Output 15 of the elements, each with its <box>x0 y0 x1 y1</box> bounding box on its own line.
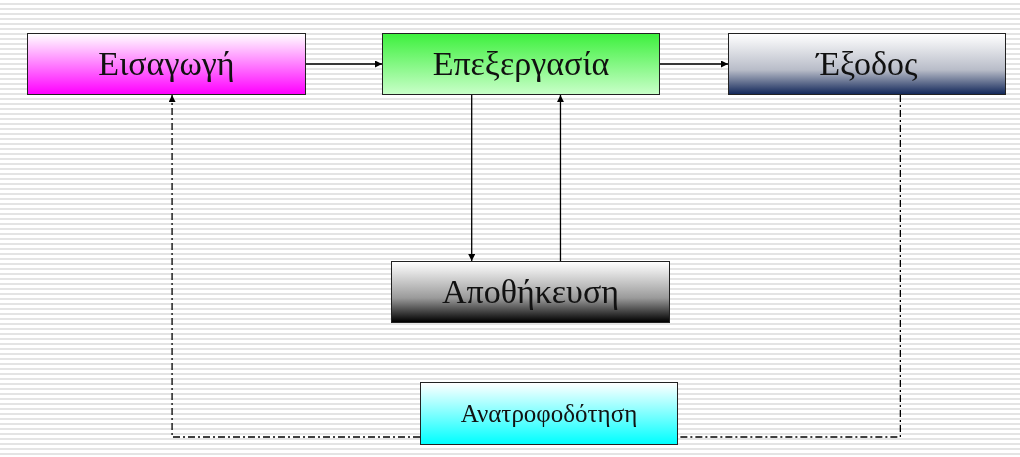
arrow <box>659 60 729 68</box>
process-box <box>420 382 678 445</box>
box-label: Αποθήκευση <box>441 273 620 311</box>
process-box <box>391 261 670 323</box>
arrow <box>556 94 564 262</box>
arrow <box>305 60 383 68</box>
arrow <box>168 94 421 438</box>
process-box <box>382 33 660 95</box>
arrow <box>468 94 476 262</box>
process-box <box>728 33 1006 95</box>
box-label: Επεξεργασία <box>432 45 610 83</box>
box-label: Ανατροφοδότηση <box>460 399 638 428</box>
box-label: Έξοδος <box>816 45 918 83</box>
process-box <box>27 33 306 95</box>
box-label: Εισαγωγή <box>98 45 235 83</box>
